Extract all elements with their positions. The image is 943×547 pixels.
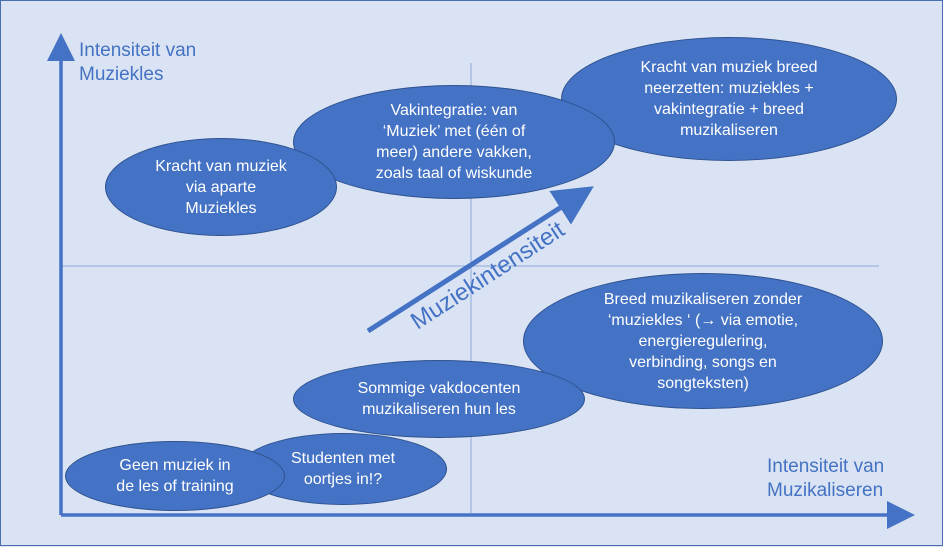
stage-line: Muziekles bbox=[185, 199, 257, 217]
stage-line: ‘muziekles ‘ (→ via emotie, bbox=[607, 311, 799, 329]
stage-vakintegratie: Vakintegratie: van ‘Muziek’ met (één of … bbox=[293, 85, 615, 199]
stage-line: oortjes in!? bbox=[303, 471, 383, 488]
stage-line: zoals taal of wiskunde bbox=[375, 165, 533, 182]
stage-line: energieregulering, bbox=[638, 332, 768, 350]
stage-line: de les of training bbox=[116, 478, 234, 495]
stage-line: muzikaliseren hun les bbox=[362, 401, 516, 418]
stage-breed-muzikaliseren: Breed muzikaliseren zonder ‘muziekles ‘ … bbox=[523, 273, 883, 409]
stage-aparte-muziekles: Kracht van muziek via aparte Muziekles bbox=[105, 138, 337, 236]
x-axis-label-line-1: Intensiteit van bbox=[767, 456, 885, 477]
stage-line: Sommige vakdocenten bbox=[357, 380, 521, 397]
stage-line: songteksten) bbox=[657, 374, 749, 392]
y-axis-label-line-1: Intensiteit van bbox=[79, 40, 197, 61]
stage-line: verbinding, songs en bbox=[629, 353, 777, 371]
stage-line: Vakintegratie: van bbox=[390, 102, 518, 119]
stage-line: Studenten met bbox=[290, 450, 396, 467]
stage-kracht-muziek-breed: Kracht van muziek breed neerzetten: muzi… bbox=[561, 37, 897, 161]
stage-line: neerzetten: muziekles + bbox=[644, 80, 814, 97]
stage-geen-muziek: Geen muziek in de les of training bbox=[65, 441, 285, 511]
trend-arrow bbox=[366, 186, 594, 334]
stage-line: via aparte bbox=[185, 178, 257, 196]
stage-line: vakintegratie + breed bbox=[654, 101, 804, 118]
stage-vakdocenten: Sommige vakdocenten muzikaliseren hun le… bbox=[293, 360, 585, 438]
stage-line: meer) andere vakken, bbox=[376, 144, 532, 161]
y-axis-label: Intensiteit van Muziekles bbox=[79, 39, 196, 87]
stage-line: Geen muziek in bbox=[119, 457, 231, 474]
y-axis-label-line-2: Muziekles bbox=[79, 64, 164, 85]
stage-line: ‘Muziek’ met (één of bbox=[382, 123, 526, 140]
stage-line: Breed muzikaliseren zonder bbox=[603, 290, 803, 308]
stage-line: Kracht van muziek breed bbox=[640, 59, 818, 76]
x-axis-label-line-2: Muzikaliseren bbox=[767, 480, 884, 501]
stage-line: muzikaliseren bbox=[680, 122, 778, 139]
stage-line: Kracht van muziek bbox=[155, 157, 287, 175]
x-axis-label: Intensiteit van Muzikaliseren bbox=[767, 455, 884, 503]
